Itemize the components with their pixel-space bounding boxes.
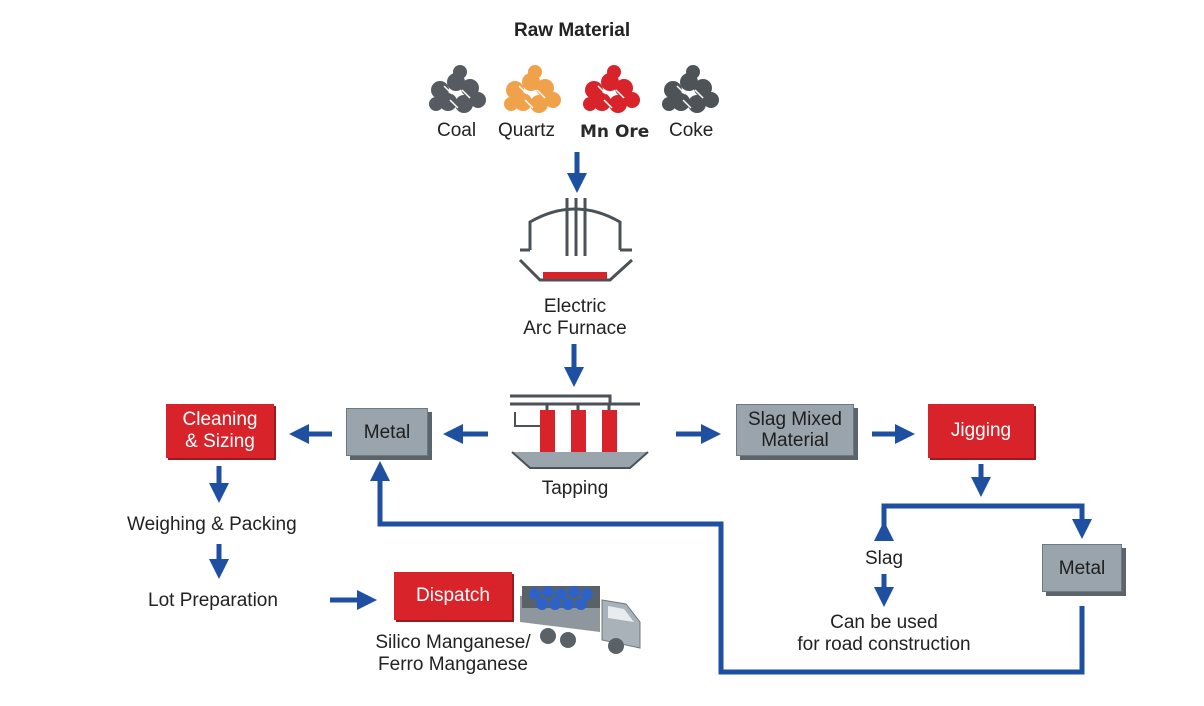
slag-mixed-material-box: Slag Mixed Material (736, 404, 854, 456)
product-line2: Ferro Manganese (378, 654, 528, 675)
road-line2: for road construction (797, 634, 971, 655)
arrow-jigging-split (874, 503, 1092, 542)
tapping-icon (510, 394, 649, 469)
slag-mixed-line2: Material (761, 430, 829, 451)
furnace-label-line1: Electric (543, 296, 607, 317)
coal-label: Coal (437, 120, 477, 141)
electric-arc-furnace-icon (518, 198, 634, 282)
metal-right-label: Metal (1058, 557, 1106, 579)
jigging-label: Jigging (950, 420, 1012, 441)
coke-icon (662, 65, 719, 113)
product-line1: Silico Manganese/ (375, 632, 531, 653)
dispatch-label: Dispatch (416, 585, 490, 606)
cleaning-line1: Cleaning (182, 409, 258, 430)
metal-left-label: Metal (363, 421, 411, 443)
mn-ore-icon (583, 65, 640, 113)
mn-ore-label: Mn Ore (580, 122, 650, 142)
metal-right-box: Metal (1042, 544, 1122, 592)
raw-material-title: Raw Material (514, 20, 631, 41)
quartz-label: Quartz (498, 120, 556, 141)
cleaning-sizing-box: Cleaning & Sizing (166, 404, 274, 458)
dispatch-box: Dispatch (394, 572, 512, 620)
furnace-label-line2: Arc Furnace (523, 318, 627, 339)
lot-preparation-label: Lot Preparation (148, 590, 278, 611)
truck-icon (520, 586, 641, 654)
jigging-box: Jigging (928, 404, 1034, 458)
coke-label: Coke (669, 120, 714, 141)
road-line1: Can be used (830, 612, 938, 633)
coal-icon (429, 65, 486, 113)
tapping-label: Tapping (541, 478, 609, 499)
quartz-icon (504, 65, 561, 113)
slag-label: Slag (864, 548, 904, 569)
weighing-packing-label: Weighing & Packing (127, 514, 297, 535)
arrow-metal-return (370, 461, 1085, 675)
cleaning-line2: & Sizing (185, 431, 255, 452)
metal-left-box: Metal (346, 408, 428, 456)
slag-mixed-line1: Slag Mixed (748, 409, 842, 430)
